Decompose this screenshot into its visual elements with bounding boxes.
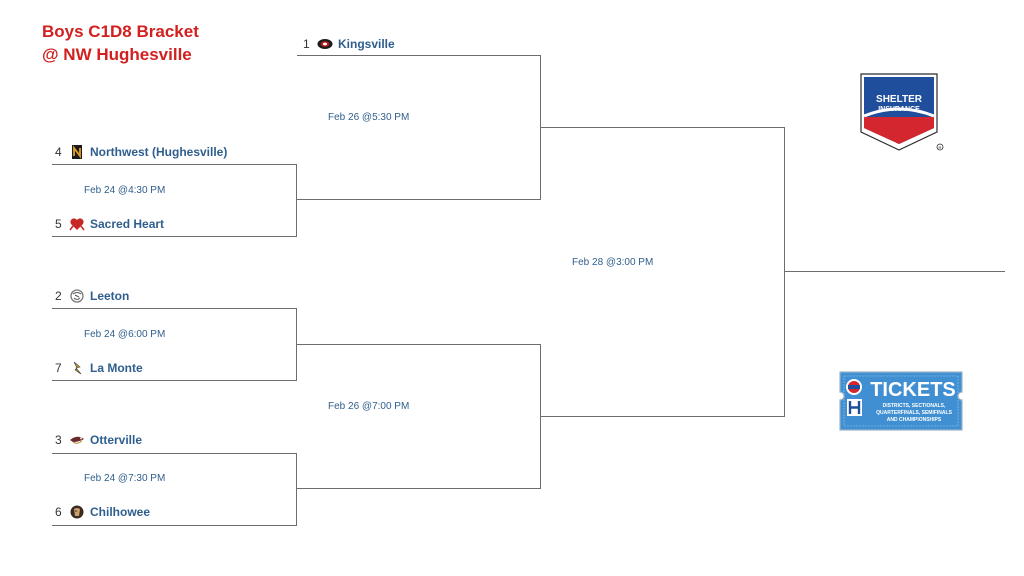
team-name: La Monte xyxy=(90,361,143,375)
team-seed: 1 xyxy=(303,37,310,51)
bracket-line xyxy=(541,416,785,417)
bracket-line xyxy=(296,308,297,381)
bracket-line xyxy=(52,525,297,526)
bracket-line xyxy=(297,344,541,345)
bracket-line xyxy=(785,271,1005,272)
team-seed: 5 xyxy=(55,217,62,231)
bracket-line xyxy=(296,453,297,526)
bracket-line xyxy=(52,308,297,309)
team-name: Leeton xyxy=(90,289,130,303)
bracket-line xyxy=(52,164,297,165)
team-entry-otterville[interactable]: 3 Otterville xyxy=(55,431,142,449)
game-label: Feb 26 @5:30 PM xyxy=(328,112,410,123)
team-entry-sacred-heart[interactable]: 5 Sacred Heart xyxy=(55,215,164,233)
team-entry-northwest[interactable]: 4 Northwest (Hughesville) xyxy=(55,143,227,161)
tickets-banner[interactable]: TICKETS DISTRICTS, SECTIONALS, QUARTERFI… xyxy=(838,370,964,432)
shelter-line1: SHELTER xyxy=(876,94,923,105)
game-label: Feb 24 @7:30 PM xyxy=(84,473,166,484)
shelter-insurance-logo[interactable]: SHELTER INSURANCE R xyxy=(858,72,948,156)
bracket-line xyxy=(784,127,785,417)
otterville-logo-icon xyxy=(69,432,85,448)
game-label: Feb 26 @7:00 PM xyxy=(328,401,410,412)
svg-text:R: R xyxy=(939,145,942,150)
tickets-line1: DISTRICTS, SECTIONALS, xyxy=(883,403,946,409)
bracket-line xyxy=(297,488,541,489)
team-seed: 4 xyxy=(55,145,62,159)
sacred-heart-logo-icon xyxy=(69,216,85,232)
game-label: Feb 24 @6:00 PM xyxy=(84,329,166,340)
game-label: Feb 24 @4:30 PM xyxy=(84,185,166,196)
team-entry-kingsville[interactable]: 1 Kingsville xyxy=(303,35,395,53)
team-name: Sacred Heart xyxy=(90,217,165,231)
team-name: Chilhowee xyxy=(90,505,151,519)
northwest-logo-icon xyxy=(69,144,85,160)
team-entry-leeton[interactable]: 2 Leeton xyxy=(55,287,129,305)
bracket-title-line2: @ NW Hughesville xyxy=(42,45,192,64)
leeton-logo-icon xyxy=(69,288,85,304)
shelter-line2: INSURANCE xyxy=(878,106,920,113)
tickets-line2: QUARTERFINALS, SEMIFINALS xyxy=(876,410,952,416)
bracket-line xyxy=(540,344,541,489)
bracket-line xyxy=(297,55,541,56)
team-name: Kingsville xyxy=(338,37,395,51)
bracket-line xyxy=(52,453,297,454)
team-name: Northwest (Hughesville) xyxy=(90,145,228,159)
team-seed: 3 xyxy=(55,433,62,447)
team-entry-chilhowee[interactable]: 6 Chilhowee xyxy=(55,503,150,521)
team-seed: 6 xyxy=(55,505,62,519)
bracket-title: Boys C1D8 Bracket @ NW Hughesville xyxy=(42,20,199,66)
la-monte-logo-icon xyxy=(69,360,85,376)
bracket-title-line1: Boys C1D8 Bracket xyxy=(42,22,199,41)
team-entry-la-monte[interactable]: 7 La Monte xyxy=(55,359,143,377)
bracket-line xyxy=(52,236,297,237)
team-seed: 7 xyxy=(55,361,62,375)
team-name: Otterville xyxy=(90,433,143,447)
game-label: Feb 28 @3:00 PM xyxy=(572,257,654,268)
tickets-title: TICKETS xyxy=(870,379,956,401)
bracket-line xyxy=(541,127,785,128)
bracket-line xyxy=(52,380,297,381)
tickets-line3: AND CHAMPIONSHIPS xyxy=(887,417,942,423)
kingsville-logo-icon xyxy=(317,36,333,52)
bracket-line xyxy=(540,55,541,200)
bracket-line xyxy=(297,199,541,200)
team-seed: 2 xyxy=(55,289,62,303)
chilhowee-logo-icon xyxy=(69,504,85,520)
bracket-line xyxy=(296,164,297,237)
